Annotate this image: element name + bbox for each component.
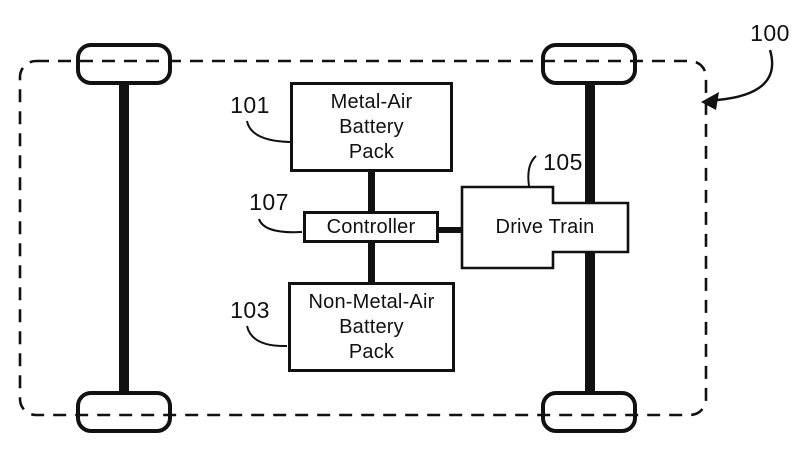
leader-107	[258, 218, 303, 234]
leader-100-curve	[716, 49, 774, 102]
drive-train-label: Drive Train	[495, 216, 595, 238]
controller-label: Controller	[326, 215, 416, 238]
ref-103: 103	[230, 297, 270, 323]
ref-105: 105	[543, 149, 583, 175]
ref-101: 101	[230, 92, 270, 118]
drive-train-box: Drive Train	[462, 187, 628, 268]
arrowhead-100-icon	[701, 92, 719, 110]
metal-air-battery-box: Metal-Air Battery Pack	[290, 82, 453, 172]
wheel-bottom-right	[541, 391, 637, 433]
ref-100: 100	[750, 20, 790, 46]
wheel-top-right	[541, 43, 637, 85]
non-metal-air-battery-label: Non-Metal-Air Battery Pack	[308, 290, 435, 363]
wheel-top-left	[76, 43, 172, 85]
wheel-bottom-left	[76, 391, 172, 433]
drive-train-outline	[460, 185, 630, 270]
metal-air-battery-label: Metal-Air Battery Pack	[330, 90, 413, 163]
non-metal-air-battery-box: Non-Metal-Air Battery Pack	[288, 282, 455, 372]
controller-box: Controller	[303, 211, 439, 243]
vehicle-outline	[18, 59, 708, 417]
leader-105	[527, 155, 537, 187]
leader-103	[246, 325, 288, 348]
leader-101	[246, 120, 291, 143]
ref-107: 107	[249, 189, 289, 215]
